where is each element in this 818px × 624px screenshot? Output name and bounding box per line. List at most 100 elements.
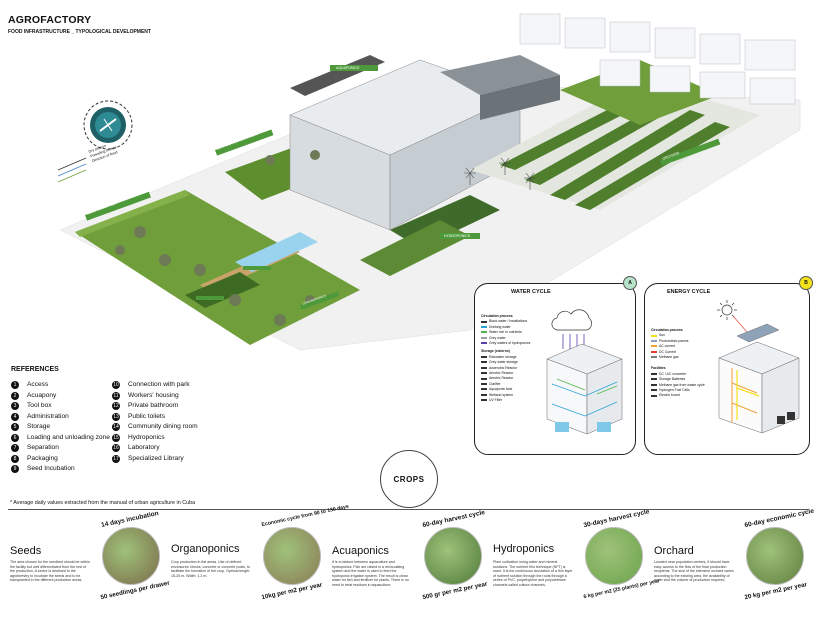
reference-number: 2 xyxy=(11,391,19,400)
reference-number: 16 xyxy=(112,444,120,453)
site-label-tags xyxy=(85,65,721,310)
legend-text: Drinking water xyxy=(489,324,511,329)
water-cycle-house-diagram xyxy=(546,309,623,435)
reference-label: Connection with park xyxy=(128,381,190,388)
reference-label: Public toilets xyxy=(128,412,166,420)
references-title: REFERENCES xyxy=(11,366,59,373)
legend-item: DC Current xyxy=(651,350,713,355)
crop-photo xyxy=(424,527,482,585)
reference-label: Packaging xyxy=(27,454,58,462)
reference-number: 8 xyxy=(11,454,19,463)
legend-text: Grey water storage xyxy=(489,360,518,365)
crops-label: CROPS xyxy=(393,474,425,484)
crop-title: Organoponics xyxy=(171,543,240,555)
reference-label: Separation xyxy=(27,444,59,451)
legend-item: Electric board xyxy=(651,393,713,398)
legend-item: Water rich in nutrients xyxy=(481,330,541,335)
water-cycle-badge: A xyxy=(623,276,637,290)
legend-text: Hydrogen Fuel Cells xyxy=(659,388,690,393)
reference-number: 9 xyxy=(11,465,19,474)
crop-photo xyxy=(102,527,160,585)
crop-photo xyxy=(263,527,321,585)
legend-item: Grey water xyxy=(481,336,541,341)
crop-title: Acuaponics xyxy=(332,545,389,557)
crop-description: It is a mixture between aquaculture and … xyxy=(332,560,409,587)
legend-item: Rainwater storage xyxy=(481,355,541,360)
reference-label: Private bathroom xyxy=(128,402,179,409)
urban-blocks xyxy=(519,13,796,105)
reference-label: Loading and unloading zone xyxy=(27,433,110,441)
legend-item: Grey water storage xyxy=(481,360,541,365)
legend-text: Water rich in nutrients xyxy=(489,330,522,335)
legend-item: Methane gas xyxy=(651,355,713,360)
water-cycle-title: WATER CYCLE xyxy=(511,289,551,295)
reference-label: Hydroponics xyxy=(128,433,165,441)
reference-number: 5 xyxy=(11,423,19,432)
legend-item: Hydrogen Fuel Cells xyxy=(651,388,713,393)
energy-cycle-badge: B xyxy=(799,276,813,290)
reference-number: 1 xyxy=(11,381,19,390)
reference-number: 4 xyxy=(11,412,19,421)
legend-text: DC / AC converter xyxy=(659,371,687,376)
reference-number: 12 xyxy=(112,402,120,411)
reference-number: 10 xyxy=(112,381,120,390)
legend-text: Electric board xyxy=(659,393,680,398)
water-cycle-panel: A WATER CYCLE Circulation process Black … xyxy=(474,276,637,455)
legend-text: Aerobic Reactor xyxy=(489,376,514,381)
reference-label: Laboratory xyxy=(128,444,160,451)
crop-title: Seeds xyxy=(10,545,42,557)
energy-cycle-house-diagram xyxy=(717,300,800,434)
reference-item: 16 Laboratory xyxy=(112,443,198,454)
legend-heading: Circulation process xyxy=(481,314,513,318)
legend-heading: Facilities xyxy=(651,366,666,371)
legend-item: Storage Batteries xyxy=(651,377,713,382)
reference-number: 17 xyxy=(112,454,120,463)
legend-heading: Circulation process xyxy=(651,328,683,332)
divider xyxy=(8,509,808,510)
legend-text: Wetland system xyxy=(489,392,514,397)
seed-field xyxy=(75,190,360,345)
legend-item: Aerobic Reactor xyxy=(481,371,541,376)
reference-number: 15 xyxy=(112,433,120,442)
reference-label: Access xyxy=(27,381,49,388)
legend-item: Drinking water xyxy=(481,325,541,330)
legend-item: Aerobic Reactor xyxy=(481,376,541,381)
legend-item: Black water / installations xyxy=(481,319,541,324)
page-title: AGROFACTORY xyxy=(8,14,92,26)
energy-cycle-title: ENERGY CYCLE xyxy=(667,289,711,295)
reference-item: 15 Hydroponics xyxy=(112,433,198,444)
legend-text: Methane gas from waste cycle xyxy=(659,382,705,387)
reference-label: Storage xyxy=(27,423,51,430)
reference-label: Administration xyxy=(27,412,69,420)
legend-heading: Storage (cisterns) xyxy=(481,349,510,354)
water-channel xyxy=(235,232,318,272)
crop-description: The area chosen for the seedbed should b… xyxy=(10,560,90,583)
legend-item: DC / AC converter xyxy=(651,372,713,377)
crops-circle: CROPS xyxy=(380,450,438,508)
legend-text: DC Current xyxy=(659,349,677,354)
reference-number: 6 xyxy=(11,433,19,442)
legend-text: Storage Batteries xyxy=(659,377,686,382)
legend-text: Anaerobic Reactor xyxy=(489,365,518,370)
crop-photo xyxy=(585,527,643,585)
crop-description: Crop production in flat areas. Use of de… xyxy=(171,560,251,578)
legend-text: Black water / installations xyxy=(489,319,528,324)
reference-label: Tool box xyxy=(27,402,52,409)
legend-item: AC current xyxy=(651,344,713,349)
label-hydroponics: HYDROPONICS xyxy=(444,234,471,238)
compass-icon xyxy=(83,100,133,150)
reference-item: 12 Private bathroom xyxy=(112,401,198,412)
legend-text: Clarifier xyxy=(489,381,501,386)
legend-item: Clarifier xyxy=(481,382,541,387)
reference-item: 6 Loading and unloading zone xyxy=(11,433,110,444)
legend-item: Methane gas from waste cycle xyxy=(651,383,713,388)
legend-text: AC current xyxy=(659,344,676,349)
site-axonometric xyxy=(57,13,801,351)
